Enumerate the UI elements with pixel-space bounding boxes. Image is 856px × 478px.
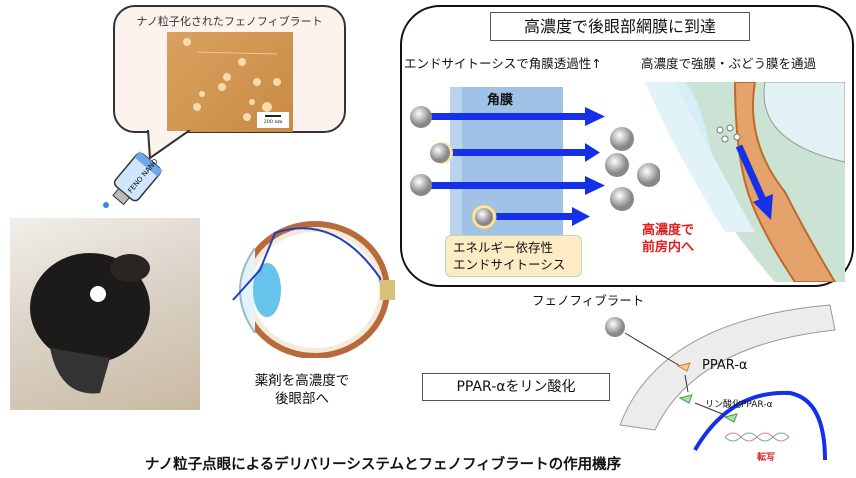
bubble-tail: [146, 130, 191, 160]
nanoparticles-image: [183, 38, 281, 121]
cornea-label: 角膜: [487, 93, 514, 108]
left-heading: エンドサイトーシスで角膜透過性↑: [404, 56, 602, 71]
permeation-arrows: [410, 106, 660, 230]
bottle-icon: [103, 151, 163, 208]
fenofibrate-particle: [605, 317, 625, 337]
panel-title: 高濃度で後眼部網膜に到達: [490, 12, 750, 41]
eye-caption: 薬剤を高濃度で 後眼部へ: [232, 372, 372, 408]
ppar-protein: [676, 362, 691, 372]
phospho-ppar-label: リン酸化PPAR-α: [705, 400, 773, 410]
phosphorylation-box: PPAR-αをリン酸化: [422, 373, 610, 401]
sclera-tissue-illustration: [645, 82, 845, 282]
fenofibrate-label: フェノフィブラート: [532, 293, 645, 308]
nanoparticles: [410, 106, 660, 230]
arrows: [420, 107, 605, 226]
figure-caption: ナノ粒子点眼によるデリバリーシステムとフェノフィブラートの作用機序: [144, 457, 622, 473]
endo-line2: エンドサイトーシス: [453, 257, 566, 272]
red-line2: 前房内へ: [642, 240, 695, 255]
mechanism-diagram: [605, 304, 836, 461]
afm-image: 200 nm: [167, 32, 293, 132]
mouse-photo: [10, 218, 200, 410]
scale-bar: 200 nm: [257, 112, 289, 128]
bubble-title: ナノ粒子化されたフェノフィブラート: [136, 15, 323, 28]
transcription-label: 転写: [757, 453, 776, 463]
red-line1: 高濃度で: [642, 223, 695, 238]
eye-caption-line1: 薬剤を高濃度で: [254, 373, 350, 389]
endocytosis-label: エネルギー依存性 エンドサイトーシス: [445, 235, 582, 277]
right-heading: 高濃度で強膜・ぶどう膜を通過: [641, 56, 817, 71]
eye-diagram: [232, 221, 395, 358]
speech-bubble: ナノ粒子化されたフェノフィブラート 200 nm: [113, 5, 346, 133]
delivery-panel: [400, 5, 854, 287]
ppar-label: PPAR-α: [702, 358, 748, 373]
endo-line1: エネルギー依存性: [453, 240, 554, 255]
nucleus-membrane: [693, 390, 827, 461]
eye-caption-line2: 後眼部へ: [275, 391, 329, 407]
eye-drop-bottle: FENO NANO: [100, 150, 170, 210]
anterior-chamber-note: 高濃度で 前房内へ: [642, 222, 694, 256]
